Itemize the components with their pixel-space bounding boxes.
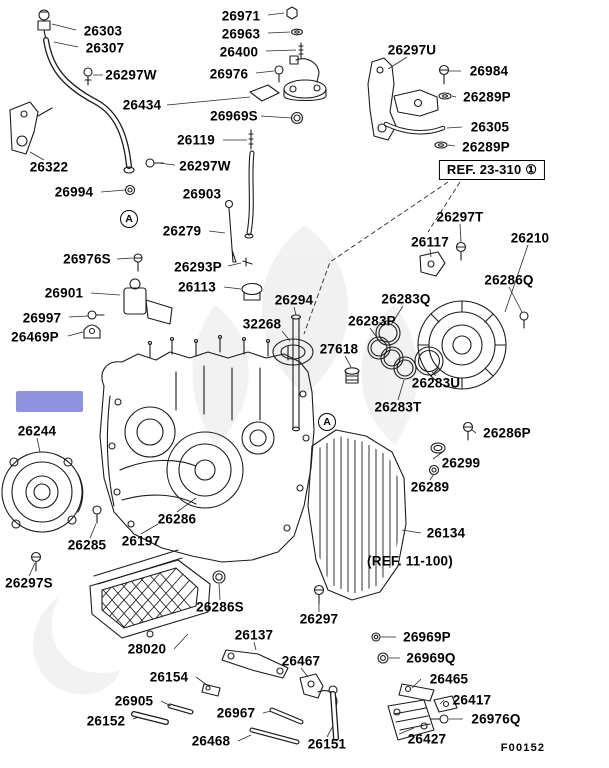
part-label-26113: 26113 bbox=[178, 279, 216, 295]
leader-lines bbox=[28, 12, 529, 742]
part-label-26434: 26434 bbox=[122, 97, 162, 113]
part-label-26901: 26901 bbox=[44, 285, 84, 301]
part-label-26279: 26279 bbox=[162, 223, 202, 239]
part-label-26289P: 26289P bbox=[462, 139, 510, 155]
part-label-26119: 26119 bbox=[177, 132, 215, 148]
watermark bbox=[32, 225, 418, 695]
part-label-26997: 26997 bbox=[22, 310, 62, 326]
part-label-32268: 32268 bbox=[242, 316, 282, 332]
part-label-26905: 26905 bbox=[114, 693, 154, 709]
part-label-26967: 26967 bbox=[216, 705, 256, 721]
part-label-26465: 26465 bbox=[429, 671, 469, 687]
part-label-26283P: 26283P bbox=[348, 313, 396, 329]
part-label-26305: 26305 bbox=[470, 119, 510, 135]
part-label-26427: 26427 bbox=[407, 731, 447, 747]
part-label-26417: 26417 bbox=[452, 692, 492, 708]
part-label-26469P: 26469P bbox=[11, 329, 59, 345]
part-label-26283Q: 26283Q bbox=[381, 291, 431, 307]
view-marker-a-1: A bbox=[120, 210, 138, 228]
part-label-26963: 26963 bbox=[221, 26, 261, 42]
part-label-26283U: 26283U bbox=[411, 375, 461, 391]
part-label-26294: 26294 bbox=[274, 292, 314, 308]
part-label-26297W: 26297W bbox=[105, 67, 157, 83]
part-label-26285: 26285 bbox=[67, 537, 107, 553]
part-label-26303: 26303 bbox=[83, 23, 123, 39]
part-label-26297S: 26297S bbox=[5, 575, 53, 591]
part-label-26286: 26286 bbox=[157, 511, 197, 527]
part-label-26297W: 26297W bbox=[179, 158, 231, 174]
part-label-28020: 28020 bbox=[127, 641, 167, 657]
part-label-26976: 26976 bbox=[209, 66, 249, 82]
part-label-26286Q: 26286Q bbox=[484, 272, 534, 288]
part-label-26297U: 26297U bbox=[387, 42, 437, 58]
part-label-26467: 26467 bbox=[281, 653, 321, 669]
part-label-26283T: 26283T bbox=[374, 399, 422, 415]
part-label-26969P: 26969P bbox=[403, 629, 451, 645]
part-label-26244: 26244 bbox=[17, 423, 57, 439]
view-marker-a-2: A bbox=[318, 413, 336, 431]
part-label-26152: 26152 bbox=[86, 713, 126, 729]
reference-dashed-lines bbox=[303, 181, 461, 335]
part-label-26976Q: 26976Q bbox=[471, 711, 521, 727]
part-label-26307: 26307 bbox=[85, 40, 125, 56]
ref-label-11-100: (REF. 11-100) bbox=[367, 553, 453, 569]
part-label-26969Q: 26969Q bbox=[406, 650, 456, 666]
part-label-27618: 27618 bbox=[319, 341, 359, 357]
part-label-26293P: 26293P bbox=[174, 259, 222, 275]
part-label-26322: 26322 bbox=[29, 159, 69, 175]
part-label-26137: 26137 bbox=[234, 627, 274, 643]
part-label-26286P: 26286P bbox=[483, 425, 531, 441]
part-label-26984: 26984 bbox=[469, 63, 509, 79]
part-label-26134: 26134 bbox=[426, 525, 466, 541]
part-label-26197: 26197 bbox=[121, 533, 161, 549]
part-label-26289: 26289 bbox=[410, 479, 450, 495]
part-label-26969S: 26969S bbox=[210, 108, 258, 124]
part-label-26976S: 26976S bbox=[63, 251, 111, 267]
part-label-26971: 26971 bbox=[221, 8, 261, 24]
parts-artwork bbox=[1, 6, 529, 745]
part-label-26117: 26117 bbox=[411, 234, 449, 250]
part-label-26151: 26151 bbox=[307, 736, 347, 752]
ref-label-23-310: REF. 23-310 ① bbox=[438, 160, 546, 180]
part-label-26903: 26903 bbox=[182, 186, 222, 202]
selected-part-highlight bbox=[16, 391, 83, 412]
part-label-26154: 26154 bbox=[149, 669, 189, 685]
part-label-26286S: 26286S bbox=[196, 599, 244, 615]
figure-code: F00152 bbox=[500, 742, 546, 754]
part-label-26299: 26299 bbox=[441, 455, 481, 471]
part-label-26297: 26297 bbox=[299, 611, 339, 627]
part-label-26400: 26400 bbox=[219, 44, 259, 60]
part-label-26289P: 26289P bbox=[463, 89, 511, 105]
part-label-26994: 26994 bbox=[54, 184, 94, 200]
part-label-26297T: 26297T bbox=[436, 209, 484, 225]
part-label-26468: 26468 bbox=[191, 733, 231, 749]
part-label-26210: 26210 bbox=[510, 230, 550, 246]
